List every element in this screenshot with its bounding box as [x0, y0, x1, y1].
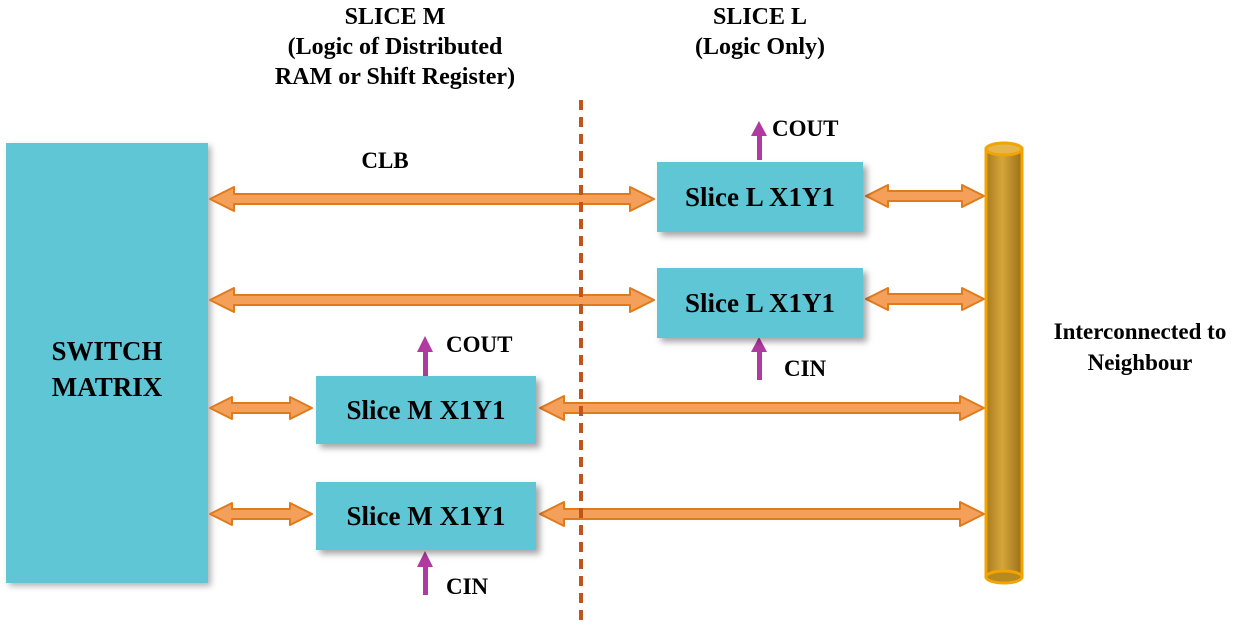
slice-m-title: SLICE M — [344, 4, 446, 30]
interconnect-label-line1: Interconnected to — [1053, 319, 1227, 344]
cin-m-arrow — [417, 551, 433, 595]
carry-arrows — [417, 121, 767, 595]
cin-l-label: CIN — [784, 356, 827, 381]
arrow-row2-sw-to-slice-l — [209, 287, 655, 313]
bidirectional-arrows — [209, 184, 985, 527]
cin-l-arrow — [751, 337, 767, 380]
interconnect-bus — [984, 141, 1024, 585]
switch-matrix-label-line2: MATRIX — [51, 372, 163, 402]
switch-matrix-label-line1: SWITCH — [51, 336, 163, 366]
slice-l-subtitle: (Logic Only) — [695, 34, 825, 60]
slice-m-box-1: Slice M X1Y1 — [316, 376, 536, 444]
slice-l-box-1: Slice L X1Y1 — [657, 162, 863, 232]
slice-m-box-2: Slice M X1Y1 — [316, 482, 536, 550]
switch-matrix: SWITCH MATRIX — [6, 143, 208, 583]
cout-m-label: COUT — [446, 332, 513, 357]
slice-l-box-2: Slice L X1Y1 — [657, 268, 863, 338]
interconnect-label-line2: Neighbour — [1087, 350, 1193, 375]
arrow-row3-slice-m-to-bus — [539, 395, 985, 421]
slice-m-subtitle-1: (Logic of Distributed — [287, 34, 503, 60]
arrow-row2-slice-l-to-bus — [865, 287, 985, 311]
interconnect-label: Interconnected to Neighbour — [1030, 316, 1250, 378]
arrow-row4-sw-to-slice-m — [209, 502, 313, 526]
cout-m-arrow — [417, 336, 433, 376]
slice-m-subtitle-2: RAM or Shift Register) — [274, 64, 516, 90]
slice-l-title: SLICE L — [712, 4, 808, 30]
arrow-row1-slice-l-to-bus — [865, 184, 985, 208]
cin-m-label: CIN — [446, 574, 489, 599]
arrow-row1-sw-to-slice-l — [209, 186, 655, 212]
slice-l-header: SLICE L (Logic Only) — [650, 2, 870, 62]
arrow-row4-slice-m-to-bus — [539, 501, 985, 527]
arrow-row3-sw-to-slice-m — [209, 396, 313, 420]
cout-l-arrow — [751, 121, 767, 160]
clb-label: CLB — [361, 148, 409, 173]
slice-m-header: SLICE M (Logic of Distributed RAM or Shi… — [240, 2, 550, 92]
cout-l-label: COUT — [772, 116, 839, 141]
switch-matrix-label: SWITCH MATRIX — [6, 333, 208, 405]
